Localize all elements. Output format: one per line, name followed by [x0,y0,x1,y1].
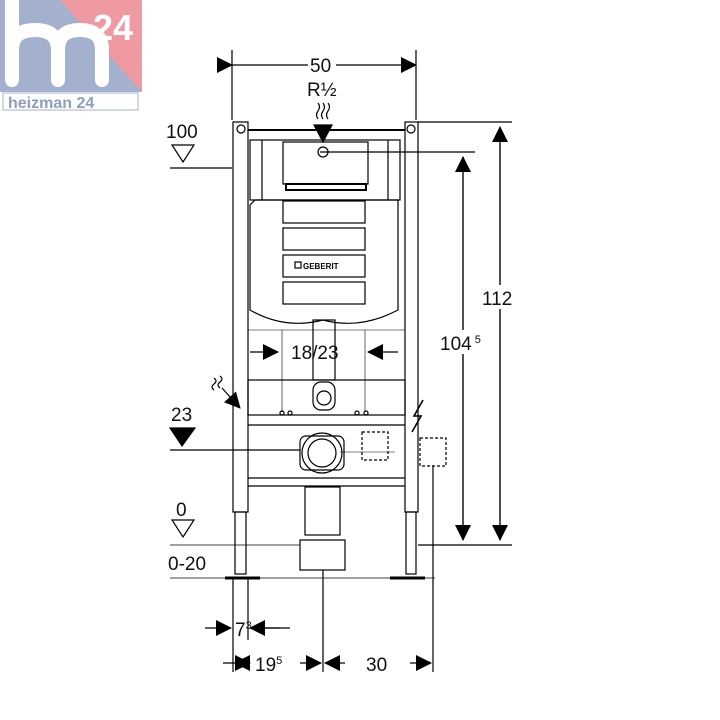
width-dim-label: 50 [310,56,331,77]
level-adjust-label: 0-20 [168,554,206,575]
frame-drawing: GEBERIT [168,50,512,672]
level-0-label: 0 [176,500,187,521]
flush-width-label: 18/23 [291,343,339,364]
foot-dim-label: 73 [235,620,252,641]
offset-dim-label: 195 [255,655,282,676]
height-total-label: 112 [482,289,512,310]
level-23-label: 23 [171,405,192,426]
geberit-plate: GEBERIT [303,262,339,271]
drain-dim-label: 30 [366,655,387,676]
heizman-logo: 24 heizman 24 [0,0,142,112]
level-100-label: 100 [166,122,198,143]
water-connection-label: R½ [307,80,337,101]
logo-text: heizman 24 [8,95,94,112]
logo-number: 24 [93,7,133,48]
